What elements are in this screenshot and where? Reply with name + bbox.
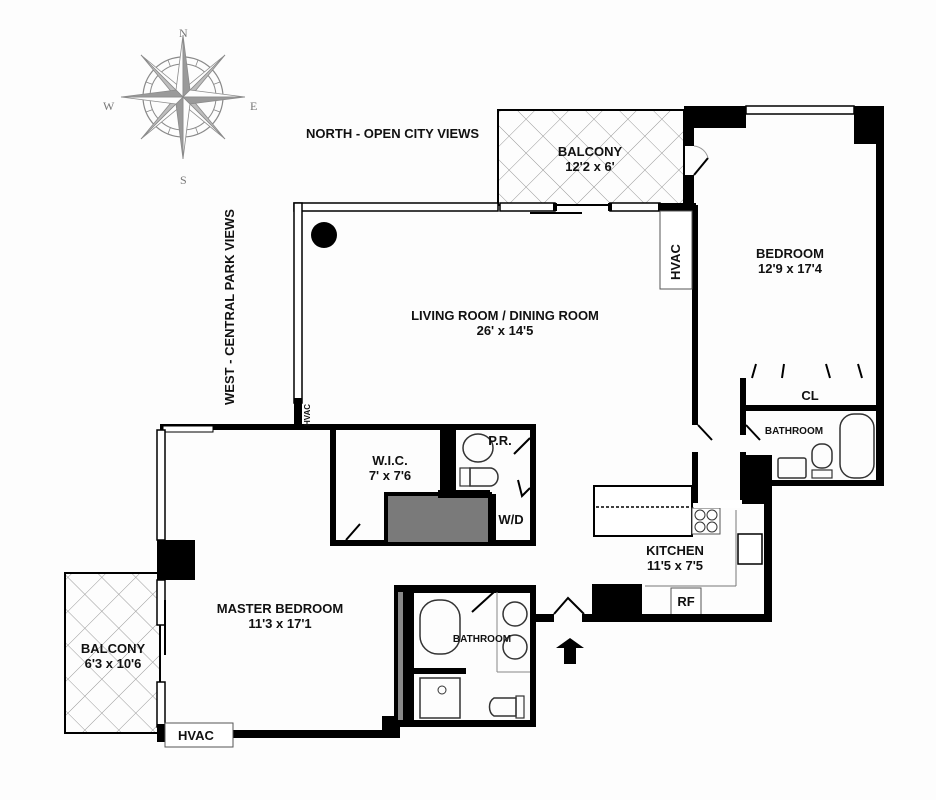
master-bathroom-label: BATHROOM <box>452 634 512 645</box>
north-balcony-label: BALCONY 12'2 x 6' <box>557 144 623 174</box>
bedroom-bathroom-label: BATHROOM <box>764 426 824 437</box>
powder-room-label: P.R. <box>488 433 512 448</box>
hvac-master-label: HVAC <box>178 728 214 743</box>
entry-arrow-icon <box>556 638 584 664</box>
column-icon <box>311 222 337 248</box>
west-balcony-label: BALCONY 6'3 x 10'6 <box>80 641 146 671</box>
refrigerator-label: RF <box>677 594 695 609</box>
hvac-west-label: HVAC <box>303 403 312 426</box>
compass-south-label: S <box>180 173 187 187</box>
compass-east-label: E <box>250 99 258 113</box>
compass-rose-icon <box>120 34 246 160</box>
hvac-living-label: HVAC <box>668 244 683 280</box>
bedroom-label: BEDROOM 12'9 x 17'4 <box>756 246 824 276</box>
living-dining-label: LIVING ROOM / DINING ROOM 26' x 14'5 <box>411 308 599 338</box>
west-balcony-area <box>64 572 161 734</box>
compass-west-label: W <box>103 99 115 113</box>
wic-label: W.I.C. 7' x 7'6 <box>368 453 412 483</box>
compass-north-label: N <box>179 26 188 40</box>
kitchen-label: KITCHEN 11'5 x 7'5 <box>646 543 704 573</box>
west-view-label: WEST - CENTRAL PARK VIEWS <box>222 209 237 405</box>
master-bedroom-label: MASTER BEDROOM 11'3 x 17'1 <box>216 601 344 631</box>
washer-dryer-label: W/D <box>498 512 524 527</box>
closet-label: CL <box>801 388 819 403</box>
north-balcony-area <box>497 109 685 206</box>
north-view-label: NORTH - OPEN CITY VIEWS <box>306 126 480 141</box>
